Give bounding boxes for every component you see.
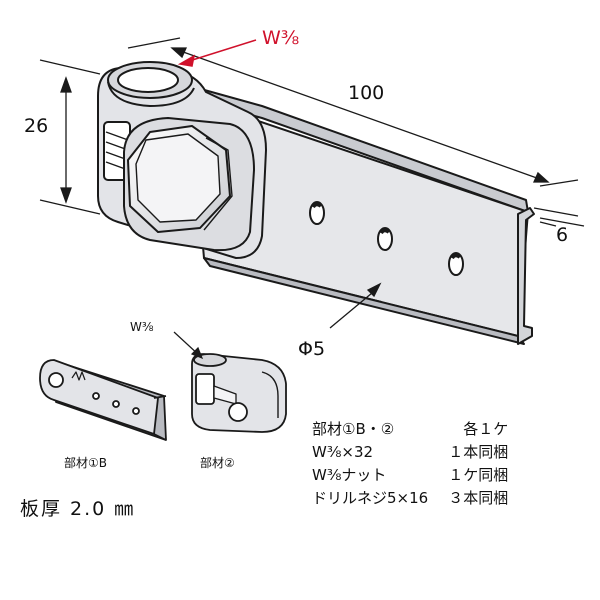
hex-bolt-top xyxy=(135,133,221,223)
thread-size-label: W⅜ xyxy=(262,27,300,49)
part2-hole xyxy=(228,402,248,422)
dimension-lines xyxy=(39,37,585,329)
length-dimension xyxy=(171,47,549,183)
parts-list-qty: １本同梱 xyxy=(448,443,509,461)
main-bracket xyxy=(97,61,535,345)
part1-hole xyxy=(112,400,120,408)
parts-list-item: W⅜ナット xyxy=(312,466,387,484)
length-label: 100 xyxy=(348,82,385,104)
parts-list-qty: ３本同梱 xyxy=(448,489,509,507)
flange-dimension xyxy=(539,221,557,227)
mounting-holes xyxy=(309,201,464,276)
parts-list-row: W⅜×32 １本同梱 xyxy=(312,441,508,464)
part1-diagram xyxy=(39,359,167,441)
parts-list-item: W⅜×32 xyxy=(312,442,374,461)
parts-list-row: W⅜ナット １ケ同梱 xyxy=(312,464,508,487)
part1-hole xyxy=(92,392,100,400)
part2-label: 部材② xyxy=(200,456,235,470)
part2-leader xyxy=(173,331,204,360)
clamp-ring-inner xyxy=(117,67,179,93)
parts-list-row: 部材①B・② 各１ケ xyxy=(312,418,508,441)
parts-list-qty: 各１ケ xyxy=(463,420,509,438)
hole-diameter-label: Φ5 xyxy=(298,338,326,360)
thickness-label: 板厚 2.0 ㎜ xyxy=(20,498,136,520)
mounting-hole xyxy=(448,252,464,276)
part2-slot xyxy=(195,373,215,405)
parts-list-item: 部材①B・② xyxy=(312,420,395,438)
hole-leader xyxy=(329,287,379,329)
parts-list: 部材①B・② 各１ケ W⅜×32 １本同梱 W⅜ナット １ケ同梱 ドリルネジ5×… xyxy=(312,418,508,510)
part1-label: 部材①B xyxy=(64,456,107,470)
part2-diagram xyxy=(191,353,287,433)
part1-hole xyxy=(132,407,140,415)
mounting-hole xyxy=(377,227,393,251)
parts-list-item: ドリルネジ5×16 xyxy=(312,489,429,507)
mounting-hole xyxy=(309,201,325,225)
channel-bottom-flange xyxy=(203,257,525,345)
thread-leader xyxy=(177,39,257,67)
channel-end-profile xyxy=(517,207,535,345)
parts-list-row: ドリルネジ5×16 ３本同梱 xyxy=(312,487,508,510)
part1-end-hole xyxy=(48,372,64,388)
height-label: 26 xyxy=(24,115,49,137)
part2-thread-label: W⅜ xyxy=(130,320,154,334)
flange-label: 6 xyxy=(556,224,569,246)
parts-list-qty: １ケ同梱 xyxy=(448,466,509,484)
